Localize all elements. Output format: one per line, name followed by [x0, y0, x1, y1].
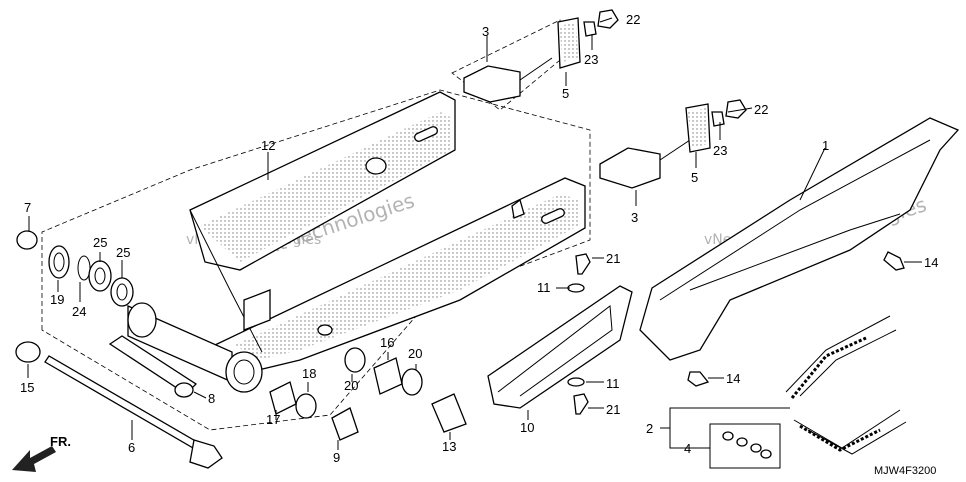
callout: 7: [24, 200, 31, 215]
screw-21b: [573, 393, 589, 415]
callout: 19: [50, 292, 64, 307]
callout: 4: [684, 441, 691, 456]
collar-13: [431, 393, 467, 433]
front-arrow-icon: FR.: [12, 434, 71, 472]
nut-22b: [725, 99, 747, 119]
chain-case: [639, 117, 960, 361]
callout: 21: [606, 251, 620, 266]
diagram-code: MJW4F3200: [874, 465, 936, 477]
callout: 24: [72, 304, 86, 319]
cap-15: [15, 341, 41, 363]
bushing-16: [373, 357, 403, 395]
callout: 11: [606, 376, 620, 391]
collar-9: [331, 407, 359, 441]
screw-21a: [575, 253, 591, 275]
bolt-14b: [687, 371, 710, 387]
clip-11a: [567, 283, 585, 293]
callout: 10: [520, 420, 534, 435]
seal-19: [48, 245, 70, 279]
callout: 14: [726, 371, 740, 386]
callout: 2: [646, 421, 653, 436]
adjuster-3b: [599, 147, 661, 189]
seal-18: [295, 393, 317, 419]
swingarm: [127, 91, 586, 393]
callout: 25: [116, 245, 130, 260]
callout: 6: [128, 440, 135, 455]
bearing-25b: [110, 277, 134, 307]
callout: 13: [442, 439, 456, 454]
master-link: [722, 431, 772, 459]
callout: 5: [691, 170, 698, 185]
callout: 21: [606, 402, 620, 417]
drive-chain: [785, 315, 907, 455]
bolt-14a: [883, 251, 905, 271]
front-label: FR.: [50, 434, 71, 449]
callout: 22: [626, 12, 640, 27]
seal-20a: [344, 347, 366, 373]
adjuster-3a: [463, 65, 521, 103]
callout: 3: [631, 210, 638, 225]
callout: 11: [537, 280, 551, 295]
callout: 25: [93, 235, 107, 250]
callout: 14: [924, 255, 938, 270]
callout: 8: [208, 391, 215, 406]
callout: 9: [333, 450, 340, 465]
callout: 3: [482, 24, 489, 39]
callout: 23: [584, 52, 598, 67]
pivot-collar: [108, 335, 198, 398]
nut-23b: [711, 111, 725, 127]
callout: 20: [408, 346, 422, 361]
callout: 18: [302, 366, 316, 381]
seal-20b: [401, 368, 423, 396]
callout: 17: [266, 412, 280, 427]
pivot-bolt: [44, 355, 223, 469]
master-link-box: [709, 423, 781, 469]
callouts: 1 2 3 3 4 5 5 6 7 8 9 10 11 11 12 13 14 …: [20, 12, 938, 465]
leader-lines: [27, 17, 922, 450]
callout: 12: [261, 138, 275, 153]
bearing-25a: [88, 260, 112, 292]
nut-23a: [583, 21, 597, 37]
dust-seal-7: [16, 230, 38, 250]
callout: 20: [344, 378, 358, 393]
swingarm-group-outline: [41, 89, 591, 431]
circlip-24: [77, 255, 91, 281]
clip-11b: [567, 377, 585, 387]
bracket-2-4: [660, 407, 790, 449]
bearing-17: [269, 381, 297, 415]
callout: 23: [713, 143, 727, 158]
callout: 22: [754, 102, 768, 117]
callout: 16: [380, 335, 394, 350]
callout: 15: [20, 380, 34, 395]
callout: 5: [562, 86, 569, 101]
callout: 1: [822, 138, 829, 153]
